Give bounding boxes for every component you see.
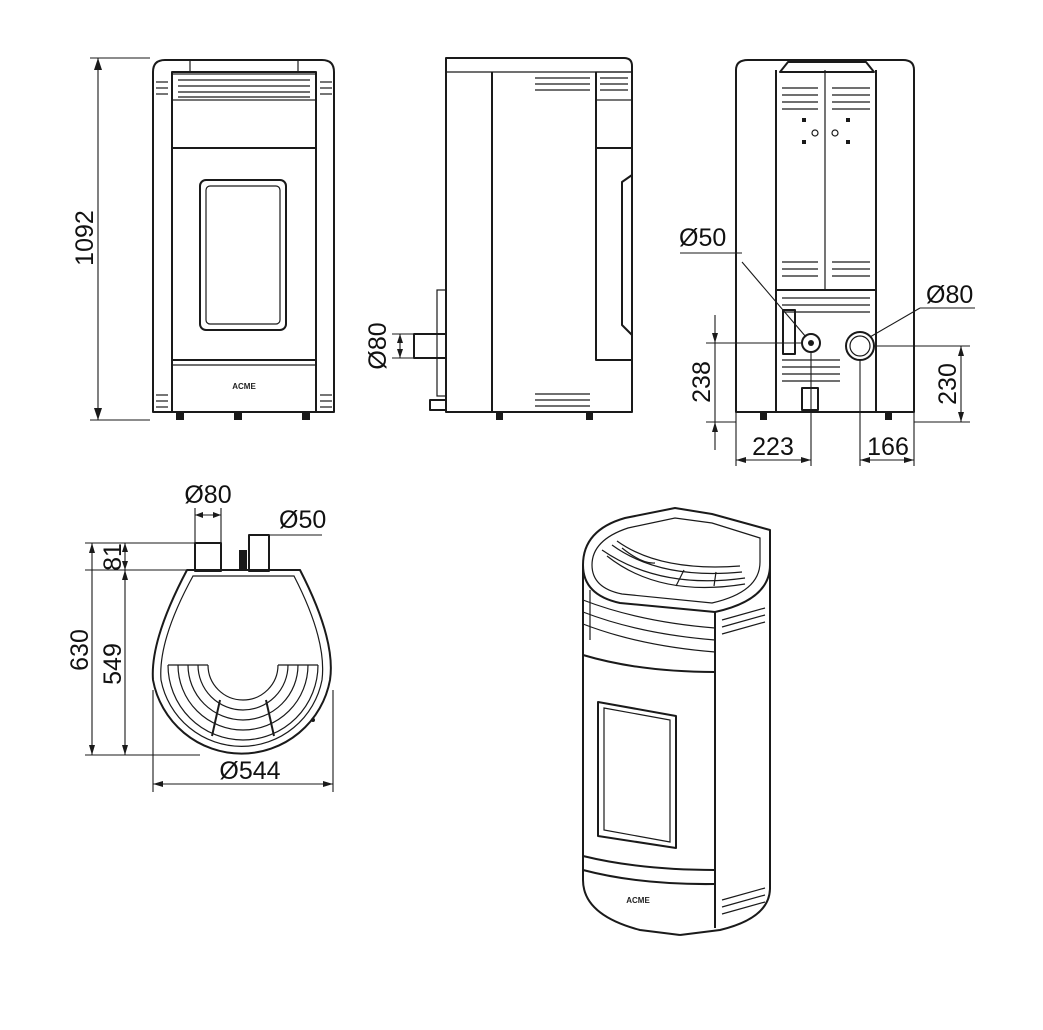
dim-label-top-flue: Ø80 xyxy=(184,481,231,509)
dim-label-rear-flue-offset: 166 xyxy=(867,433,909,461)
dim-label-top-depth-body: 549 xyxy=(99,643,127,685)
dim-rear-inlet-offset: 223 xyxy=(735,352,812,466)
iso-glass xyxy=(597,701,677,849)
rear-view: Ø50 Ø80 238 230 223 xyxy=(679,59,975,466)
front-view: ACME 1092 xyxy=(71,57,335,421)
dim-label-rear-inlet-height: 238 xyxy=(688,361,716,403)
front-top-grille xyxy=(171,73,317,101)
dim-top-depth: 630 81 549 xyxy=(66,542,200,756)
dim-rear-inlet-height: 238 xyxy=(688,315,802,450)
top-view: Ø80 Ø50 630 81 549 xyxy=(66,481,334,792)
dim-label-side-flue: Ø80 xyxy=(364,322,392,369)
iso-brand-mark: ACME xyxy=(626,896,650,905)
side-top-vents xyxy=(535,77,628,91)
dim-label-height: 1092 xyxy=(71,210,99,266)
iso-side-vents xyxy=(721,607,766,915)
dim-label-top-depth-total: 630 xyxy=(66,629,94,671)
dim-height-total: 1092 xyxy=(71,57,150,421)
front-brand-mark: ACME xyxy=(232,382,256,391)
top-flue-collar xyxy=(194,542,222,572)
rear-feet xyxy=(760,412,892,420)
rear-mid-vents xyxy=(782,261,870,277)
dim-rear-flue-height: 230 xyxy=(874,345,970,423)
top-outline xyxy=(151,569,332,755)
dim-label-rear-flue: Ø80 xyxy=(926,281,973,309)
front-door-glass-outer xyxy=(199,179,287,331)
side-bottom-vents xyxy=(535,393,590,407)
dim-label-top-collar: 81 xyxy=(99,543,127,571)
dim-label-rear-flue-height: 230 xyxy=(934,363,962,405)
rear-control-strip xyxy=(782,309,796,355)
iso-body-left xyxy=(582,565,681,936)
side-flue-pipe xyxy=(413,289,447,411)
dim-top-flue: Ø80 xyxy=(184,481,232,543)
rear-upper-vents xyxy=(782,87,870,110)
rear-service-panel xyxy=(775,289,877,413)
iso-top-grille xyxy=(601,540,746,589)
dim-label-rear-inlet: Ø50 xyxy=(679,224,726,252)
side-view: Ø80 xyxy=(364,57,633,420)
dim-side-flue: Ø80 xyxy=(364,322,414,370)
rear-screw-holes xyxy=(802,118,850,144)
top-inlet-collar xyxy=(248,534,270,572)
side-feet xyxy=(496,412,593,420)
iso-top-surface xyxy=(582,507,771,613)
iso-door xyxy=(582,654,716,871)
dim-label-rear-inlet-offset: 223 xyxy=(752,433,794,461)
dim-top-diameter: Ø544 xyxy=(152,690,334,792)
front-door-glass-inner xyxy=(205,185,281,325)
front-feet xyxy=(176,412,310,420)
rear-power-socket xyxy=(801,387,819,411)
dim-rear-flue-offset: 166 xyxy=(859,360,915,466)
top-grille-arcs xyxy=(167,664,319,741)
front-side-vents xyxy=(156,81,332,408)
isometric-view: ACME xyxy=(582,507,771,936)
dim-label-top-diameter: Ø544 xyxy=(219,757,280,785)
dim-label-top-inlet: Ø50 xyxy=(279,506,326,534)
dim-top-inlet: Ø50 xyxy=(248,506,326,545)
